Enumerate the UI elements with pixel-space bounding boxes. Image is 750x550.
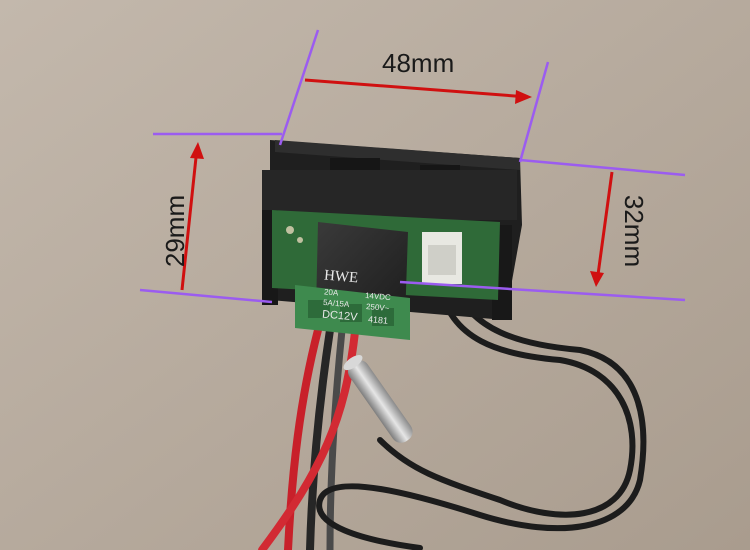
relay-model-text: 4181 — [367, 314, 389, 326]
relay-rating-1: 20A — [323, 287, 339, 298]
depth-dimension-label: 32mm — [619, 194, 650, 268]
temperature-probe — [343, 355, 413, 443]
height-dimension-label: 29mm — [160, 194, 191, 268]
dimension-arrows — [180, 78, 614, 291]
width-dimension-label: 48mm — [382, 48, 455, 78]
dimension-guides — [139, 29, 686, 304]
relay-brand-text: HWE — [323, 267, 359, 287]
sensor-cable — [316, 282, 647, 550]
thermostat-module — [262, 140, 522, 340]
